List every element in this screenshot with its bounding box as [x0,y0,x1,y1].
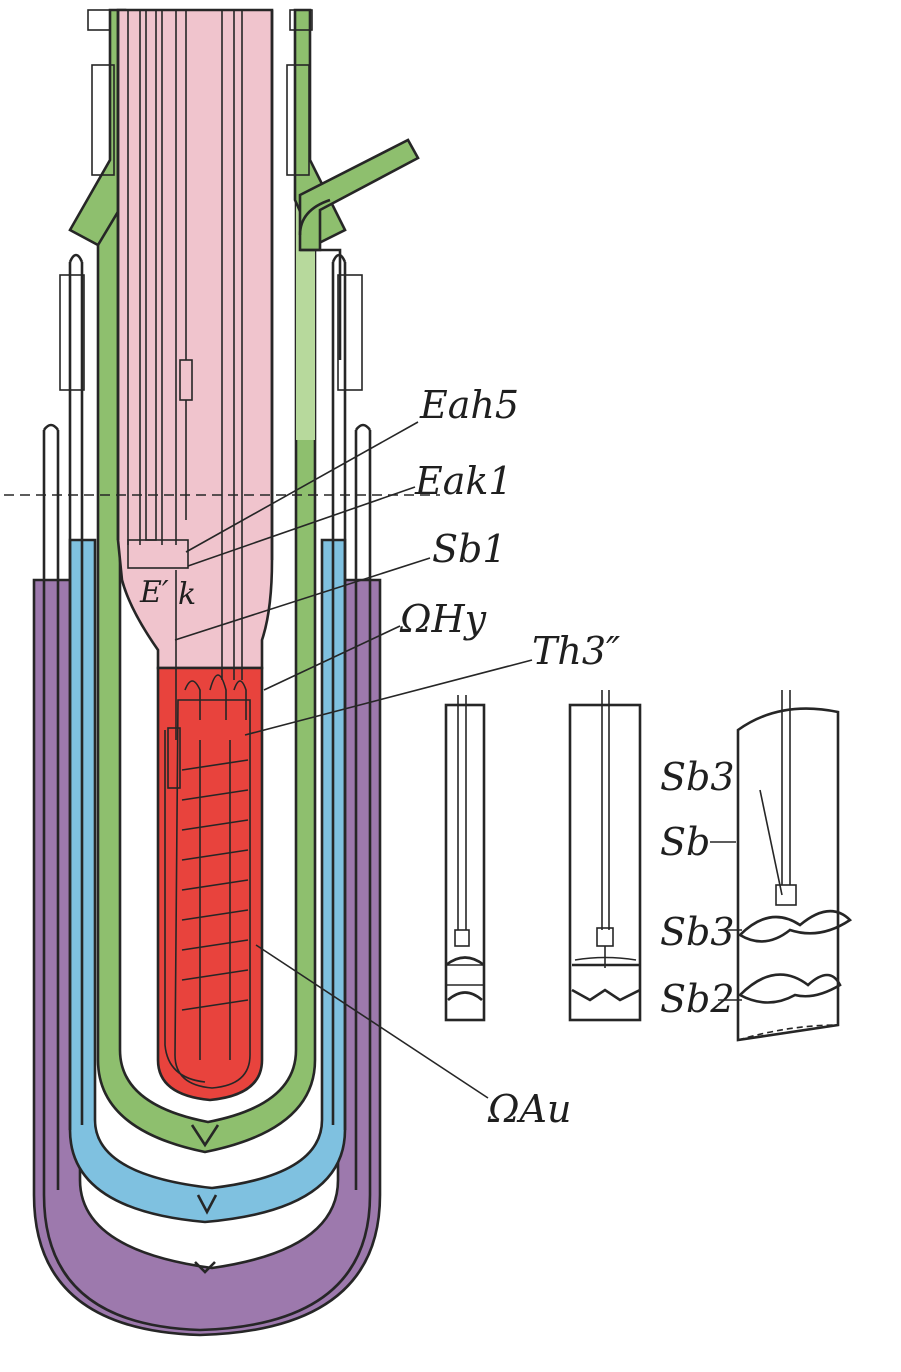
label-nh1: ΩHy [399,597,487,641]
label-e-prime: E′ [139,575,169,610]
label-sb: Sb [660,820,710,864]
label-th3: Th3″ [532,629,620,673]
label-sb3-top: Sb3 [660,755,735,799]
label-sb2: Sb2 [660,977,735,1021]
label-k: k [178,577,196,612]
central-rods [127,9,243,740]
label-sb1: Sb1 [432,527,507,571]
insert-b [568,690,642,1022]
insert-c [736,690,853,1042]
inner-pink-tube [116,8,274,670]
label-sb3-mid: Sb3 [660,910,735,954]
label-nau: ΩAu [487,1087,571,1131]
insert-a [444,695,486,1022]
red-chamber [156,666,264,1102]
blue-bath-vessel [68,253,347,1224]
label-eah5: Eah5 [419,383,519,427]
leader-lines [174,421,783,1099]
small-arrows [710,841,742,1001]
label-eak1: Eak1 [414,459,513,503]
threaded-collars [59,9,363,391]
